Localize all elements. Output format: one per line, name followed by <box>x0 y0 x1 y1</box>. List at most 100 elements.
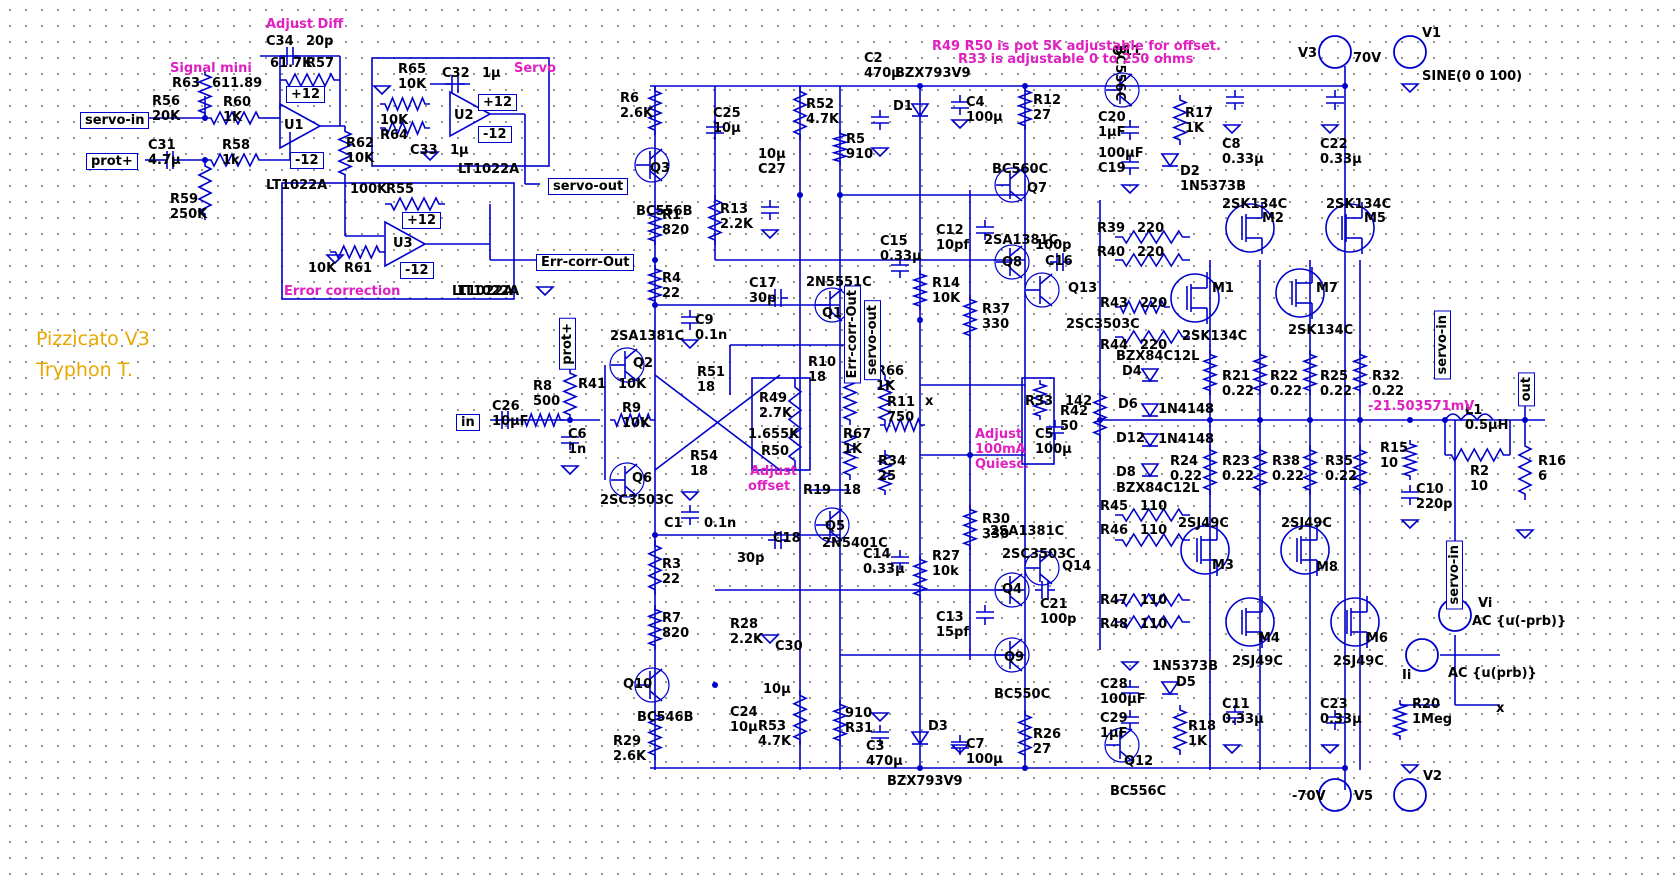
ref-c21: C21 <box>1040 597 1068 612</box>
ref-r5: R5 <box>846 132 866 147</box>
note-adjust-quiesc-3: Quiesc. <box>975 457 1029 472</box>
ref-r51: R51 <box>697 365 726 380</box>
value-q5: 2N5401C <box>822 536 888 551</box>
value-r16: 6 <box>1538 469 1548 484</box>
value-c21: 100p <box>1040 612 1077 627</box>
ref-d1: D1 <box>893 99 913 114</box>
value-d6: 1N4148 <box>1158 402 1215 417</box>
junction-dot <box>917 765 923 771</box>
value-c8: 0.33µ <box>1222 152 1264 167</box>
value-r43: 220 <box>1140 296 1168 311</box>
ref-r1: R1 <box>662 208 682 223</box>
value-q9: BC550C <box>994 687 1051 702</box>
resistor-r46 <box>1115 532 1190 548</box>
value-r26: 27 <box>1033 742 1052 757</box>
probe-x-mark: x <box>925 394 934 409</box>
value-c34: 20p <box>306 34 334 49</box>
ref-c5: C5 <box>1035 427 1054 442</box>
resistor-r34 <box>876 450 894 495</box>
note-servo: Servo <box>514 61 556 76</box>
ref-q12: Q12 <box>1124 754 1154 769</box>
value-l1: 0.5µH <box>1465 418 1509 433</box>
ref-c15: C15 <box>880 234 908 249</box>
value-c11: 0.33µ <box>1222 712 1264 727</box>
value-r55: 100K <box>350 182 388 197</box>
note-adjust-quiesc: Adjust <box>975 427 1023 442</box>
net-servo-out-vertical: servo-out <box>864 300 881 381</box>
ref-r10: R10 <box>808 355 837 370</box>
value-q1: 2N5551C <box>806 275 872 290</box>
diode-d6 <box>1140 403 1160 418</box>
value-c28: 100µF <box>1100 692 1146 707</box>
value-r5: 910 <box>846 147 874 162</box>
ref-c19: C19 <box>1098 161 1126 176</box>
value-r10: 18 <box>808 370 827 385</box>
mosfet-m6 <box>1330 597 1380 647</box>
value-c14: 0.33µ <box>863 562 905 577</box>
ref-d12: D12 <box>1116 431 1145 446</box>
transistor-q7 <box>1009 190 1023 202</box>
value-r31: 910 <box>845 706 873 721</box>
junction-dot <box>1342 83 1348 89</box>
value-c24: 10µ <box>730 720 758 735</box>
value-r42: 50 <box>1060 419 1079 434</box>
value-c3: 470µ <box>866 754 903 769</box>
cross-wire-2 <box>654 374 781 471</box>
junction-dot <box>1307 417 1313 423</box>
ref-r56: R56 <box>152 94 181 109</box>
transistor-q13 <box>1039 273 1053 285</box>
ref-c24: C24 <box>730 705 758 720</box>
ref-r67: R67 <box>843 427 872 442</box>
resistor-r17 <box>1171 95 1189 145</box>
ref-r62: R62 <box>346 136 375 151</box>
value-r24: 0.22 <box>1170 469 1203 484</box>
value-c15: 0.33µ <box>880 249 922 264</box>
ref-r40: R40 <box>1097 245 1126 260</box>
transistor-q2 <box>624 348 638 360</box>
zener-d2 <box>1160 153 1180 168</box>
transistor-q10 <box>634 667 670 703</box>
value-r60: 1K <box>223 110 243 125</box>
source-v1-name: V1 <box>1422 26 1442 41</box>
ref-r64: R64 <box>380 128 409 143</box>
ref-c3: C3 <box>866 739 885 754</box>
value-c19: 100µF <box>1098 146 1144 161</box>
ref-d3: D3 <box>928 719 948 734</box>
source-v1-value: SINE(0 0 100) <box>1422 69 1523 84</box>
ref-c13: C13 <box>936 610 964 625</box>
ref-r57: R57 <box>306 56 335 71</box>
ref-r11: R11 <box>887 395 916 410</box>
ground-icon <box>760 634 780 645</box>
zener-d3 <box>910 731 930 746</box>
ground-icon <box>950 744 970 755</box>
value-q12: BC556C <box>1110 784 1167 799</box>
ref-q9: Q9 <box>1004 650 1025 665</box>
value-c18: 30p <box>737 551 765 566</box>
ref-c23: C23 <box>1320 697 1348 712</box>
ground-icon <box>560 465 580 476</box>
ground-icon <box>372 85 392 96</box>
opamp-u1 <box>279 102 322 150</box>
ref-c28: C28 <box>1100 677 1128 692</box>
ref-r52: R52 <box>806 97 835 112</box>
value-r37: 330 <box>982 317 1010 332</box>
value-r35: 0.22 <box>1325 469 1358 484</box>
value-c7: 100µ <box>966 752 1003 767</box>
junction-dot <box>652 257 658 263</box>
ref-r59: R59 <box>170 192 199 207</box>
probe-x-mark-2: x <box>1496 701 1505 716</box>
ref-q5: Q5 <box>825 519 846 534</box>
ref-c30: C30 <box>775 639 803 654</box>
transistor-q4 <box>1009 573 1023 585</box>
value-c31: 4.7µ <box>148 153 181 168</box>
ref-u2: U2 <box>454 108 474 123</box>
source-ii <box>1405 638 1439 672</box>
transistor-q2 <box>609 347 645 383</box>
resistor-r43 <box>1115 299 1170 315</box>
ref-r2: R2 <box>1470 464 1490 479</box>
ground-icon <box>1320 124 1340 135</box>
ref-r29: R29 <box>613 734 642 749</box>
ref-r50: R50 <box>761 444 790 459</box>
resistor-r4 <box>646 265 664 305</box>
value-r17: 1K <box>1185 121 1205 136</box>
